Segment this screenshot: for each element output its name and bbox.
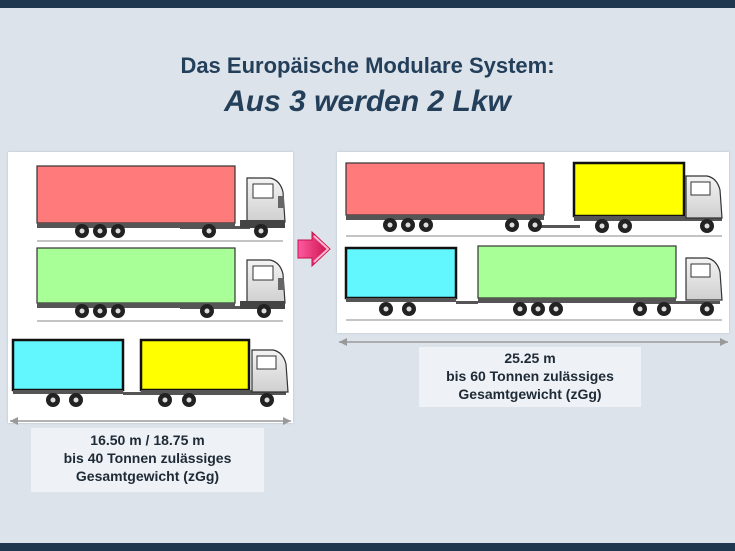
green-cargo-box <box>478 246 676 298</box>
truck-cab <box>686 258 722 300</box>
red-cargo-box <box>346 163 544 215</box>
right-caption-unit: Gesamtgewicht (zGg) <box>419 385 641 403</box>
euro-combo-lower <box>346 246 722 320</box>
yellow-truck-box <box>574 163 684 216</box>
left-caption-length: 16.50 m / 18.75 m <box>31 431 264 449</box>
left-dimension-line <box>10 417 291 425</box>
right-caption-weight: bis 60 Tonnen zulässiges <box>419 367 641 385</box>
truck-trailer-combo-left <box>13 340 288 407</box>
left-caption-unit: Gesamtgewicht (zGg) <box>31 467 264 485</box>
euro-combo-upper <box>346 163 722 236</box>
transition-arrow-icon <box>298 232 330 266</box>
yellow-truck-box <box>141 340 249 390</box>
right-caption: 25.25 m bis 60 Tonnen zulässiges Gesamtg… <box>419 347 641 407</box>
truck-cab <box>252 350 288 392</box>
cyan-trailer-box <box>13 340 123 390</box>
semitrailer-truck-red <box>37 166 285 241</box>
green-cargo-box <box>37 248 235 303</box>
semitrailer-truck-green <box>37 248 285 321</box>
cyan-trailer-box <box>346 248 456 298</box>
red-cargo-box <box>37 166 235 223</box>
wheels <box>46 393 274 407</box>
left-caption-weight: bis 40 Tonnen zulässiges <box>31 449 264 467</box>
right-caption-length: 25.25 m <box>419 349 641 367</box>
right-dimension-line <box>339 338 728 346</box>
truck-cab <box>686 176 722 218</box>
left-caption: 16.50 m / 18.75 m bis 40 Tonnen zulässig… <box>31 428 264 492</box>
wheels <box>379 302 714 316</box>
truck-cab <box>240 178 285 228</box>
truck-cab <box>240 260 285 309</box>
